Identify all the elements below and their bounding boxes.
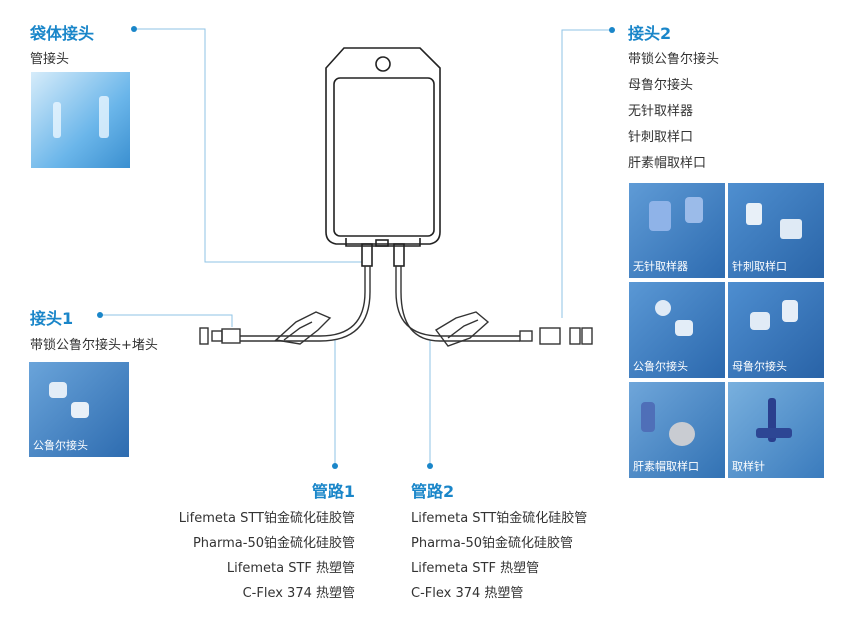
photo-caption: 无针取样器 [633, 260, 688, 273]
connector2-cap [581, 327, 593, 345]
tube1-item: Lifemeta STT铂金硫化硅胶管 [178, 511, 355, 526]
tube1-item: Pharma-50铂金硫化硅胶管 [192, 536, 355, 551]
photo-sampling-needle: 取样针 [728, 382, 824, 478]
leader-dot [427, 463, 433, 469]
connector1-title: 接头1 [30, 309, 74, 328]
photo-female-luer: 母鲁尔接头 [728, 282, 824, 378]
photo-caption: 取样针 [732, 460, 765, 473]
leader-dot [131, 26, 137, 32]
photo-caption: 公鲁尔接头 [33, 439, 88, 452]
leader-bag-connector [137, 28, 362, 263]
tube1-item: C-Flex 374 热塑管 [242, 586, 355, 601]
connector2-title: 接头2 [628, 24, 672, 43]
leader-dot [97, 312, 103, 318]
clamp-left [283, 321, 313, 341]
connector2-item: 母鲁尔接头 [628, 78, 694, 93]
photo-needleless-sampler: 无针取样器 [629, 183, 725, 278]
photo-caption: 针刺取样口 [732, 260, 787, 273]
tube1-path [240, 266, 366, 337]
connector2-item: 带锁公鲁尔接头 [628, 52, 720, 67]
tube2-item: Lifemeta STT铂金硫化硅胶管 [411, 511, 588, 526]
bag-port [393, 243, 405, 267]
connector2-body [539, 327, 561, 345]
bag-bottom-tab [345, 238, 421, 247]
connector2-body [519, 330, 533, 342]
tube2-path [395, 266, 520, 337]
leader-connector1 [98, 314, 233, 327]
photo-heparin-cap-port: 肝素帽取样口 [629, 382, 725, 478]
bag-port [361, 243, 373, 267]
connector1-photo: 公鲁尔接头 [29, 362, 129, 457]
tube1-path [240, 266, 371, 342]
photo-caption: 公鲁尔接头 [633, 360, 688, 373]
bag-connector-photo [31, 72, 130, 168]
connector1-body [221, 328, 241, 344]
tube2-path [400, 266, 520, 342]
bag-outline [325, 47, 441, 245]
clamp-right [447, 319, 479, 339]
bag-port-window [375, 239, 389, 247]
connector2-item: 肝素帽取样口 [628, 156, 707, 171]
connector2-item: 无针取样器 [628, 104, 694, 119]
tube1-item: Lifemeta STF 热塑管 [226, 561, 355, 576]
connector2-item: 针刺取样口 [628, 130, 694, 145]
clamp-right [434, 311, 490, 347]
tube2-title: 管路2 [411, 482, 455, 501]
tube2-item: Lifemeta STF 热塑管 [411, 561, 540, 576]
photo-caption: 母鲁尔接头 [732, 360, 787, 373]
connector2-cap [569, 327, 581, 345]
tube2-item: Pharma-50铂金硫化硅胶管 [411, 536, 574, 551]
tube2-item: C-Flex 374 热塑管 [411, 586, 524, 601]
bag-connector-title: 袋体接头 [30, 24, 95, 43]
photo-male-luer: 公鲁尔接头 [629, 282, 725, 378]
photo-spike-port: 针刺取样口 [728, 183, 824, 278]
bag-connector-item: 管接头 [30, 52, 70, 67]
connector1-cap [199, 327, 209, 345]
connector1-body [211, 330, 223, 342]
bag-inner [333, 77, 435, 237]
clamp-left [274, 311, 332, 345]
hanger-hole [375, 56, 391, 72]
tube1-title: 管路1 [311, 482, 355, 501]
leader-dot [609, 27, 615, 33]
leader-connector2 [561, 29, 612, 318]
leader-dot [332, 463, 338, 469]
photo-caption: 肝素帽取样口 [633, 460, 699, 473]
connector1-item: 带锁公鲁尔接头+堵头 [30, 338, 158, 353]
